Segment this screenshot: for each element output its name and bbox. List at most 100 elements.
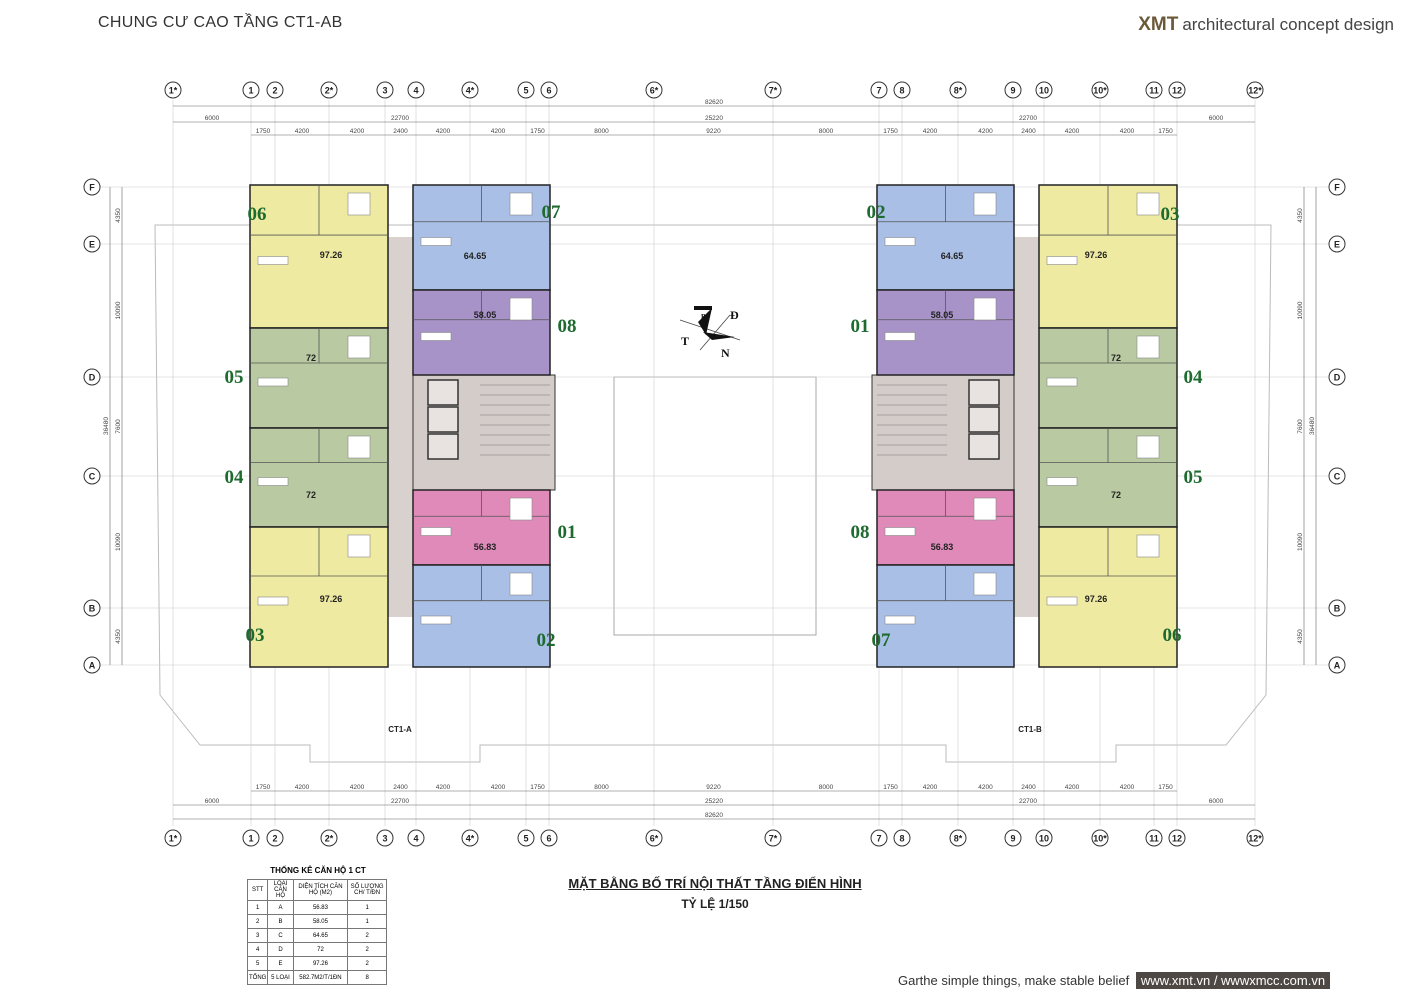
grid-bubble [645,81,663,99]
dimension-minor: 4200 [978,784,993,791]
grid-column-label: 1 [248,834,253,844]
grid-bubble [242,829,260,847]
grid-bubble [407,829,425,847]
unit-number: 01 [851,316,870,337]
grid-bubble [764,81,782,99]
dimension-minor: 4200 [1065,128,1080,135]
compass-bar [694,306,712,310]
dimension-total: 82620 [705,812,723,819]
stats-cell: 97.26 [292,956,349,971]
grid-column-label: 5 [523,834,528,844]
grid-row-label: D [89,373,96,383]
stats-table: STT LOẠI CĂN HỘ DIỆN TÍCH CĂN HỘ (M2) SỐ… [246,879,387,985]
elevator-shaft [427,379,459,406]
dimension-vertical: 7600 [115,419,122,434]
stats-cell: 1 [246,900,269,915]
grid-column-label: 6 [546,834,551,844]
dimension-major: 25220 [705,798,723,805]
sofa [257,596,289,606]
dimension-minor: 1750 [883,784,898,791]
stats-cell: 2 [347,928,387,943]
sofa [1046,596,1078,606]
corridor [388,237,413,617]
grid-column-label: 7 [876,86,881,96]
grid-column-label: 1* [169,86,178,96]
dimension-minor: 4200 [350,784,365,791]
grid-bubble [83,368,101,386]
sofa [1046,377,1078,387]
grid-column-label: 10 [1039,86,1049,96]
bed [973,572,997,596]
grid-column-label: 12* [1248,86,1262,96]
grid-bubble [1004,829,1022,847]
grid-bubble [461,81,479,99]
grid-bubble [242,81,260,99]
grid-bubble [1168,81,1186,99]
stats-cell: 64.65 [292,928,349,943]
dimension-major: 6000 [1209,798,1224,805]
dimension-vertical: 36480 [103,417,110,435]
apartment-stats: THỐNG KÊ CĂN HỘ 1 CT STT LOẠI CĂN HỘ DIỆ… [246,866,389,985]
grid-bubble [1035,81,1053,99]
building-label: CT1-A [388,725,412,734]
dimension-minor: 4200 [923,784,938,791]
dimension-vertical: 7600 [1297,419,1304,434]
dimension-minor: 4200 [1120,128,1135,135]
sofa [884,527,916,536]
bed [1136,335,1160,359]
elevator-shaft [427,406,459,433]
caption-title: MẶT BẰNG BỐ TRÍ NỘI THẤT TẦNG ĐIỂN HÌNH [568,876,862,891]
dimension-minor: 4200 [1120,784,1135,791]
grid-row-label: E [1334,240,1340,250]
grid-column-label: 8* [954,834,963,844]
grid-column-label: 8* [954,86,963,96]
dimension-total: 82620 [705,99,723,106]
stats-cell: E [267,956,294,971]
grid-column-label: 6* [650,834,659,844]
grid-bubble [1091,829,1109,847]
grid-column-label: 2* [325,86,334,96]
unit-number: 02 [537,630,556,651]
grid-column-label: 7* [769,86,778,96]
unit-area: 97.26 [320,250,343,260]
grid-bubble [407,81,425,99]
unit-area: 72 [306,353,316,363]
grid-column-label: 4* [466,834,475,844]
dimension-minor: 4200 [350,128,365,135]
unit-area: 58.05 [474,310,497,320]
grid-row-label: B [1334,604,1341,614]
grid-column-label: 7* [769,834,778,844]
grid-column-label: 4 [413,86,418,96]
stats-cell: A [267,900,294,915]
dimension-minor: 2400 [1021,128,1036,135]
unit-number: 07 [872,630,892,651]
compass-label: Đ [730,308,739,322]
dimension-minor: 8000 [594,128,609,135]
grid-bubble [540,81,558,99]
dimension-minor: 2400 [1021,784,1036,791]
dimension-vertical: 10090 [115,533,122,551]
brand-tagline: architectural concept design [1182,15,1394,34]
grid-bubble [376,829,394,847]
stats-cell: B [267,914,294,929]
sofa [420,237,452,246]
unit-number: 04 [1184,367,1204,388]
grid-column-label: 9 [1010,834,1015,844]
dimension-minor: 4200 [491,128,506,135]
dimension-minor: 1750 [530,784,545,791]
unit-area: 97.26 [1085,594,1108,604]
stats-cell: 1 [347,900,387,915]
grid-column-label: 2 [272,86,277,96]
grid-bubble [1035,829,1053,847]
grid-row-label: D [1334,373,1341,383]
stats-cell: 5 LOẠI [267,970,294,985]
drawing-caption: MẶT BẰNG BỐ TRÍ NỘI THẤT TẦNG ĐIỂN HÌNH … [560,876,870,911]
grid-bubble [1328,368,1346,386]
bed [347,335,371,359]
caption-scale: TỶ LỆ 1/150 [681,897,749,911]
dimension-minor: 4200 [436,784,451,791]
